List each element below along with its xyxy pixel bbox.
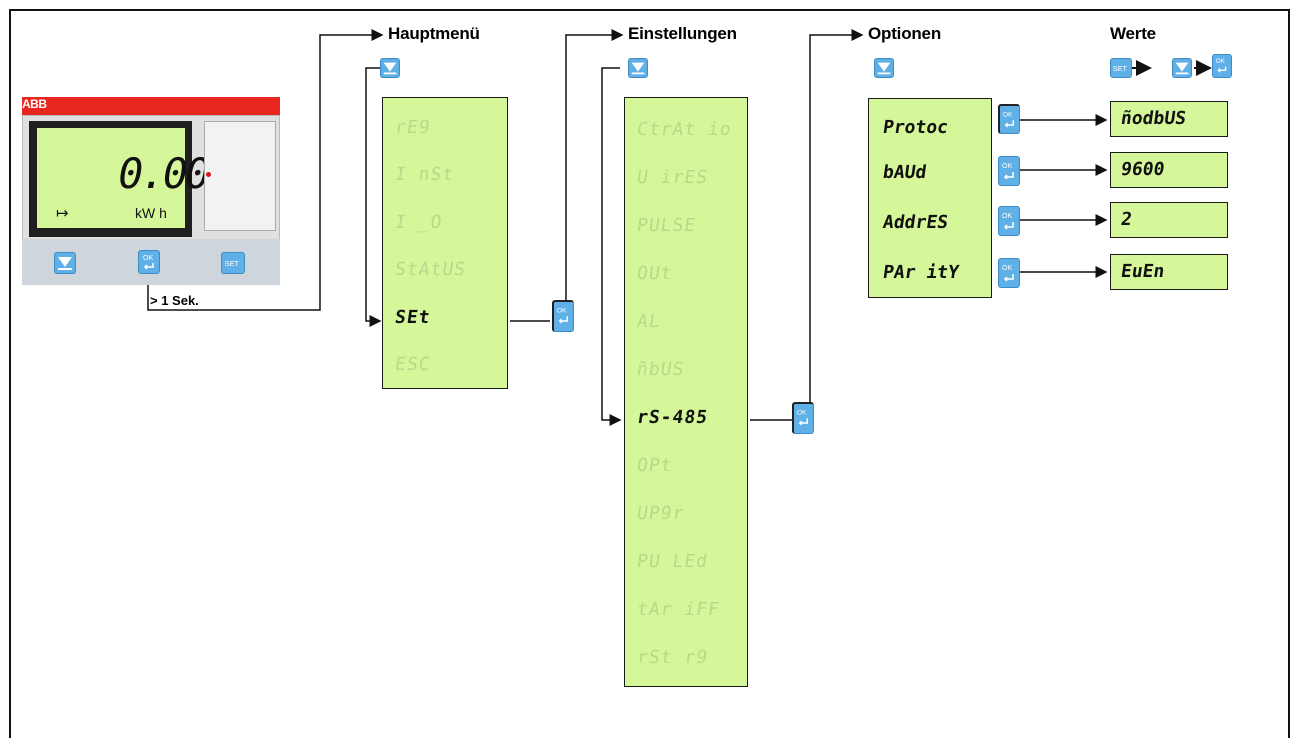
menu-item-upgr[interactable]: UP9r xyxy=(635,503,686,524)
option-protocol[interactable]: Protoc xyxy=(881,117,950,138)
einstellungen-panel: CtrAt io U irES PULSE OUt AL ñbUS rS-485… xyxy=(624,97,748,687)
optionen-down-button[interactable] xyxy=(874,58,894,78)
optionen-panel: Protoc bAUd AddrES PAr itY xyxy=(868,98,992,298)
device-ok-button[interactable]: OK xyxy=(138,250,160,274)
svg-text:OK: OK xyxy=(557,307,567,314)
meter-lcd xyxy=(37,128,185,228)
set-icon: SET xyxy=(225,259,240,268)
value-parity: EuEn xyxy=(1119,261,1166,282)
value-protocol: ñodbUS xyxy=(1119,108,1188,129)
meter-brand-bar xyxy=(22,97,280,115)
parity-ok-button[interactable]: OK xyxy=(998,258,1020,288)
menu-item-pulse[interactable]: PULSE xyxy=(635,215,698,236)
svg-text:OK: OK xyxy=(143,255,153,262)
menu-item-out[interactable]: OUt xyxy=(635,263,674,284)
werte-legend-ok-button: OK xyxy=(1212,54,1232,78)
ok-enter-icon: OK xyxy=(1216,58,1227,73)
value-box-address: 2 xyxy=(1110,202,1228,238)
ok-enter-icon: OK xyxy=(797,409,809,426)
header-einstellungen: Einstellungen xyxy=(628,24,737,43)
baud-ok-button[interactable]: OK xyxy=(998,156,1020,186)
option-baud[interactable]: bAUd xyxy=(881,162,928,183)
hold-duration-note: > 1 Sek. xyxy=(150,293,199,308)
menu-item-pulled[interactable]: PU LEd xyxy=(635,551,710,572)
down-arrow-icon xyxy=(383,62,397,75)
header-hauptmenu: Hauptmenü xyxy=(388,24,480,43)
protocol-ok-button[interactable]: OK xyxy=(998,104,1020,134)
abb-logo: ABB xyxy=(22,97,47,111)
ok-enter-icon: OK xyxy=(557,307,569,324)
svg-text:OK: OK xyxy=(1216,58,1226,65)
svg-text:OK: OK xyxy=(797,409,807,416)
svg-text:OK: OK xyxy=(1002,213,1012,220)
down-arrow-icon xyxy=(1175,62,1189,75)
ok-enter-icon: OK xyxy=(1002,213,1014,230)
menu-item-rs485[interactable]: rS-485 xyxy=(635,407,710,428)
menu-item-al[interactable]: AL xyxy=(635,311,663,332)
menu-item-wires[interactable]: U irES xyxy=(635,167,710,188)
meter-display-unit: kW h xyxy=(135,205,167,221)
value-baud: 9600 xyxy=(1119,159,1166,180)
svg-text:OK: OK xyxy=(1002,265,1012,272)
menu-item-ctratio[interactable]: CtrAt io xyxy=(635,119,734,140)
ok-enter-icon: OK xyxy=(1002,163,1014,180)
svg-text:SET: SET xyxy=(1113,64,1128,73)
menu-item-status[interactable]: StAtUS xyxy=(393,259,468,280)
menu-item-inst[interactable]: I nSt xyxy=(393,164,456,185)
svg-text:SET: SET xyxy=(225,259,240,268)
meter-led-indicator xyxy=(206,172,211,177)
header-werte: Werte xyxy=(1110,24,1156,43)
value-box-baud: 9600 xyxy=(1110,152,1228,188)
connector-ok-to-optionen xyxy=(809,29,864,402)
diagram-frame xyxy=(9,9,1290,738)
menu-item-reg[interactable]: rE9 xyxy=(393,117,432,138)
hauptmenu-down-button[interactable] xyxy=(380,58,400,78)
menu-item-tariff[interactable]: tAr iFF xyxy=(635,599,722,620)
value-box-protocol: ñodbUS xyxy=(1110,101,1228,137)
menu-item-mbus[interactable]: ñbUS xyxy=(635,359,686,380)
set-icon: SET xyxy=(1113,64,1128,73)
werte-legend-down-button xyxy=(1172,58,1192,78)
connector-device-to-hauptmenu xyxy=(147,29,384,311)
ok-enter-icon: OK xyxy=(143,255,154,270)
einstellungen-down-button[interactable] xyxy=(628,58,648,78)
down-arrow-icon xyxy=(877,62,891,75)
connector-hauptmenu-down xyxy=(365,67,382,327)
option-address[interactable]: AddrES xyxy=(881,212,950,233)
connector-einstellungen-down xyxy=(601,67,622,426)
value-box-parity: EuEn xyxy=(1110,254,1228,290)
set-ok-button[interactable]: OK xyxy=(552,300,574,332)
werte-legend-set-button: SET xyxy=(1110,58,1132,78)
menu-item-esc[interactable]: ESC xyxy=(393,354,432,375)
device-set-button[interactable]: SET xyxy=(221,252,245,274)
rs485-ok-button[interactable]: OK xyxy=(792,402,814,434)
menu-item-opt[interactable]: OPt xyxy=(635,455,674,476)
ok-enter-icon: OK xyxy=(1003,111,1015,128)
address-ok-button[interactable]: OK xyxy=(998,206,1020,236)
option-parity[interactable]: PAr itY xyxy=(881,262,961,283)
down-arrow-icon xyxy=(58,257,72,270)
svg-text:OK: OK xyxy=(1002,163,1012,170)
hauptmenu-panel: rE9 I nSt I _O StAtUS SEt ESC xyxy=(382,97,508,389)
ok-enter-icon: OK xyxy=(1002,265,1014,282)
down-arrow-icon xyxy=(631,62,645,75)
menu-item-set[interactable]: SEt xyxy=(393,307,432,328)
meter-side-panel xyxy=(204,121,276,231)
device-down-button[interactable] xyxy=(54,252,76,274)
header-optionen: Optionen xyxy=(868,24,941,43)
menu-item-rstrg[interactable]: rSt r9 xyxy=(635,647,710,668)
connector-ok-to-einstellungen xyxy=(565,29,624,300)
svg-text:OK: OK xyxy=(1003,111,1013,118)
meter-display-arrow-icon: ↦ xyxy=(56,204,69,222)
menu-item-io[interactable]: I _O xyxy=(393,212,444,233)
value-address: 2 xyxy=(1119,209,1134,230)
meter-display-value: 0.00 xyxy=(113,149,212,198)
